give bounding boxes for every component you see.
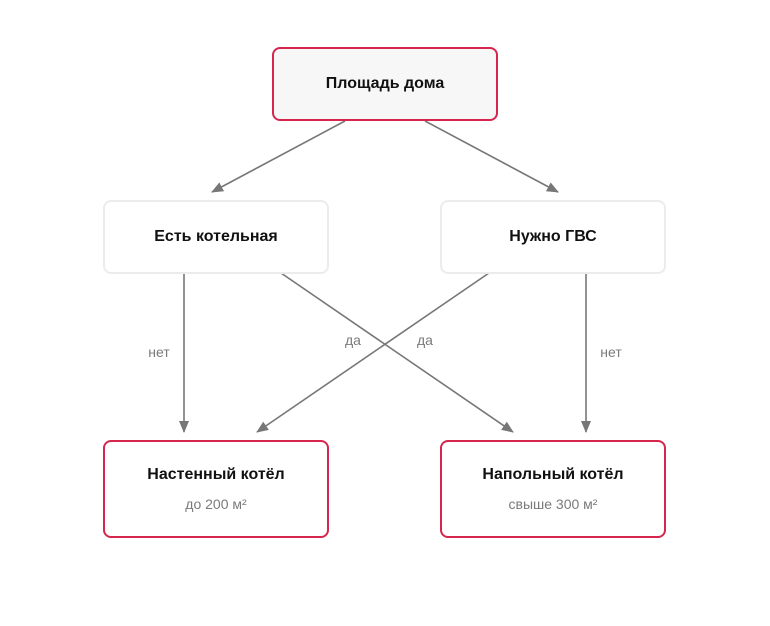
node-title: Площадь дома <box>325 75 445 92</box>
edge-label-kotelnaya-wall: нет <box>148 344 170 360</box>
edge-label-gvs-floor: нет <box>600 344 622 360</box>
node-hot-water-needed: Нужно ГВС <box>440 200 666 274</box>
node-title: Настенный котёл <box>147 466 285 483</box>
node-title: Напольный котёл <box>482 466 624 483</box>
node-floor-boiler: Напольный котёл свыше 300 м² <box>440 440 666 538</box>
edge-label-kotelnaya-floor: да <box>345 332 361 348</box>
edge-root-to-kotelnaya <box>211 120 346 193</box>
edge-gvs-to-wall <box>256 272 490 433</box>
edge-root-to-gvs <box>424 120 559 193</box>
node-subtitle: свыше 300 м² <box>508 496 598 512</box>
node-subtitle: до 200 м² <box>185 496 247 512</box>
node-boiler-room: Есть котельная <box>103 200 329 274</box>
node-wall-boiler: Настенный котёл до 200 м² <box>103 440 329 538</box>
edge-kotelnaya-to-floor <box>280 272 514 433</box>
node-house-area: Площадь дома <box>272 47 498 121</box>
node-title: Нужно ГВС <box>509 228 597 245</box>
node-title: Есть котельная <box>154 228 278 245</box>
edge-label-gvs-wall: да <box>417 332 433 348</box>
